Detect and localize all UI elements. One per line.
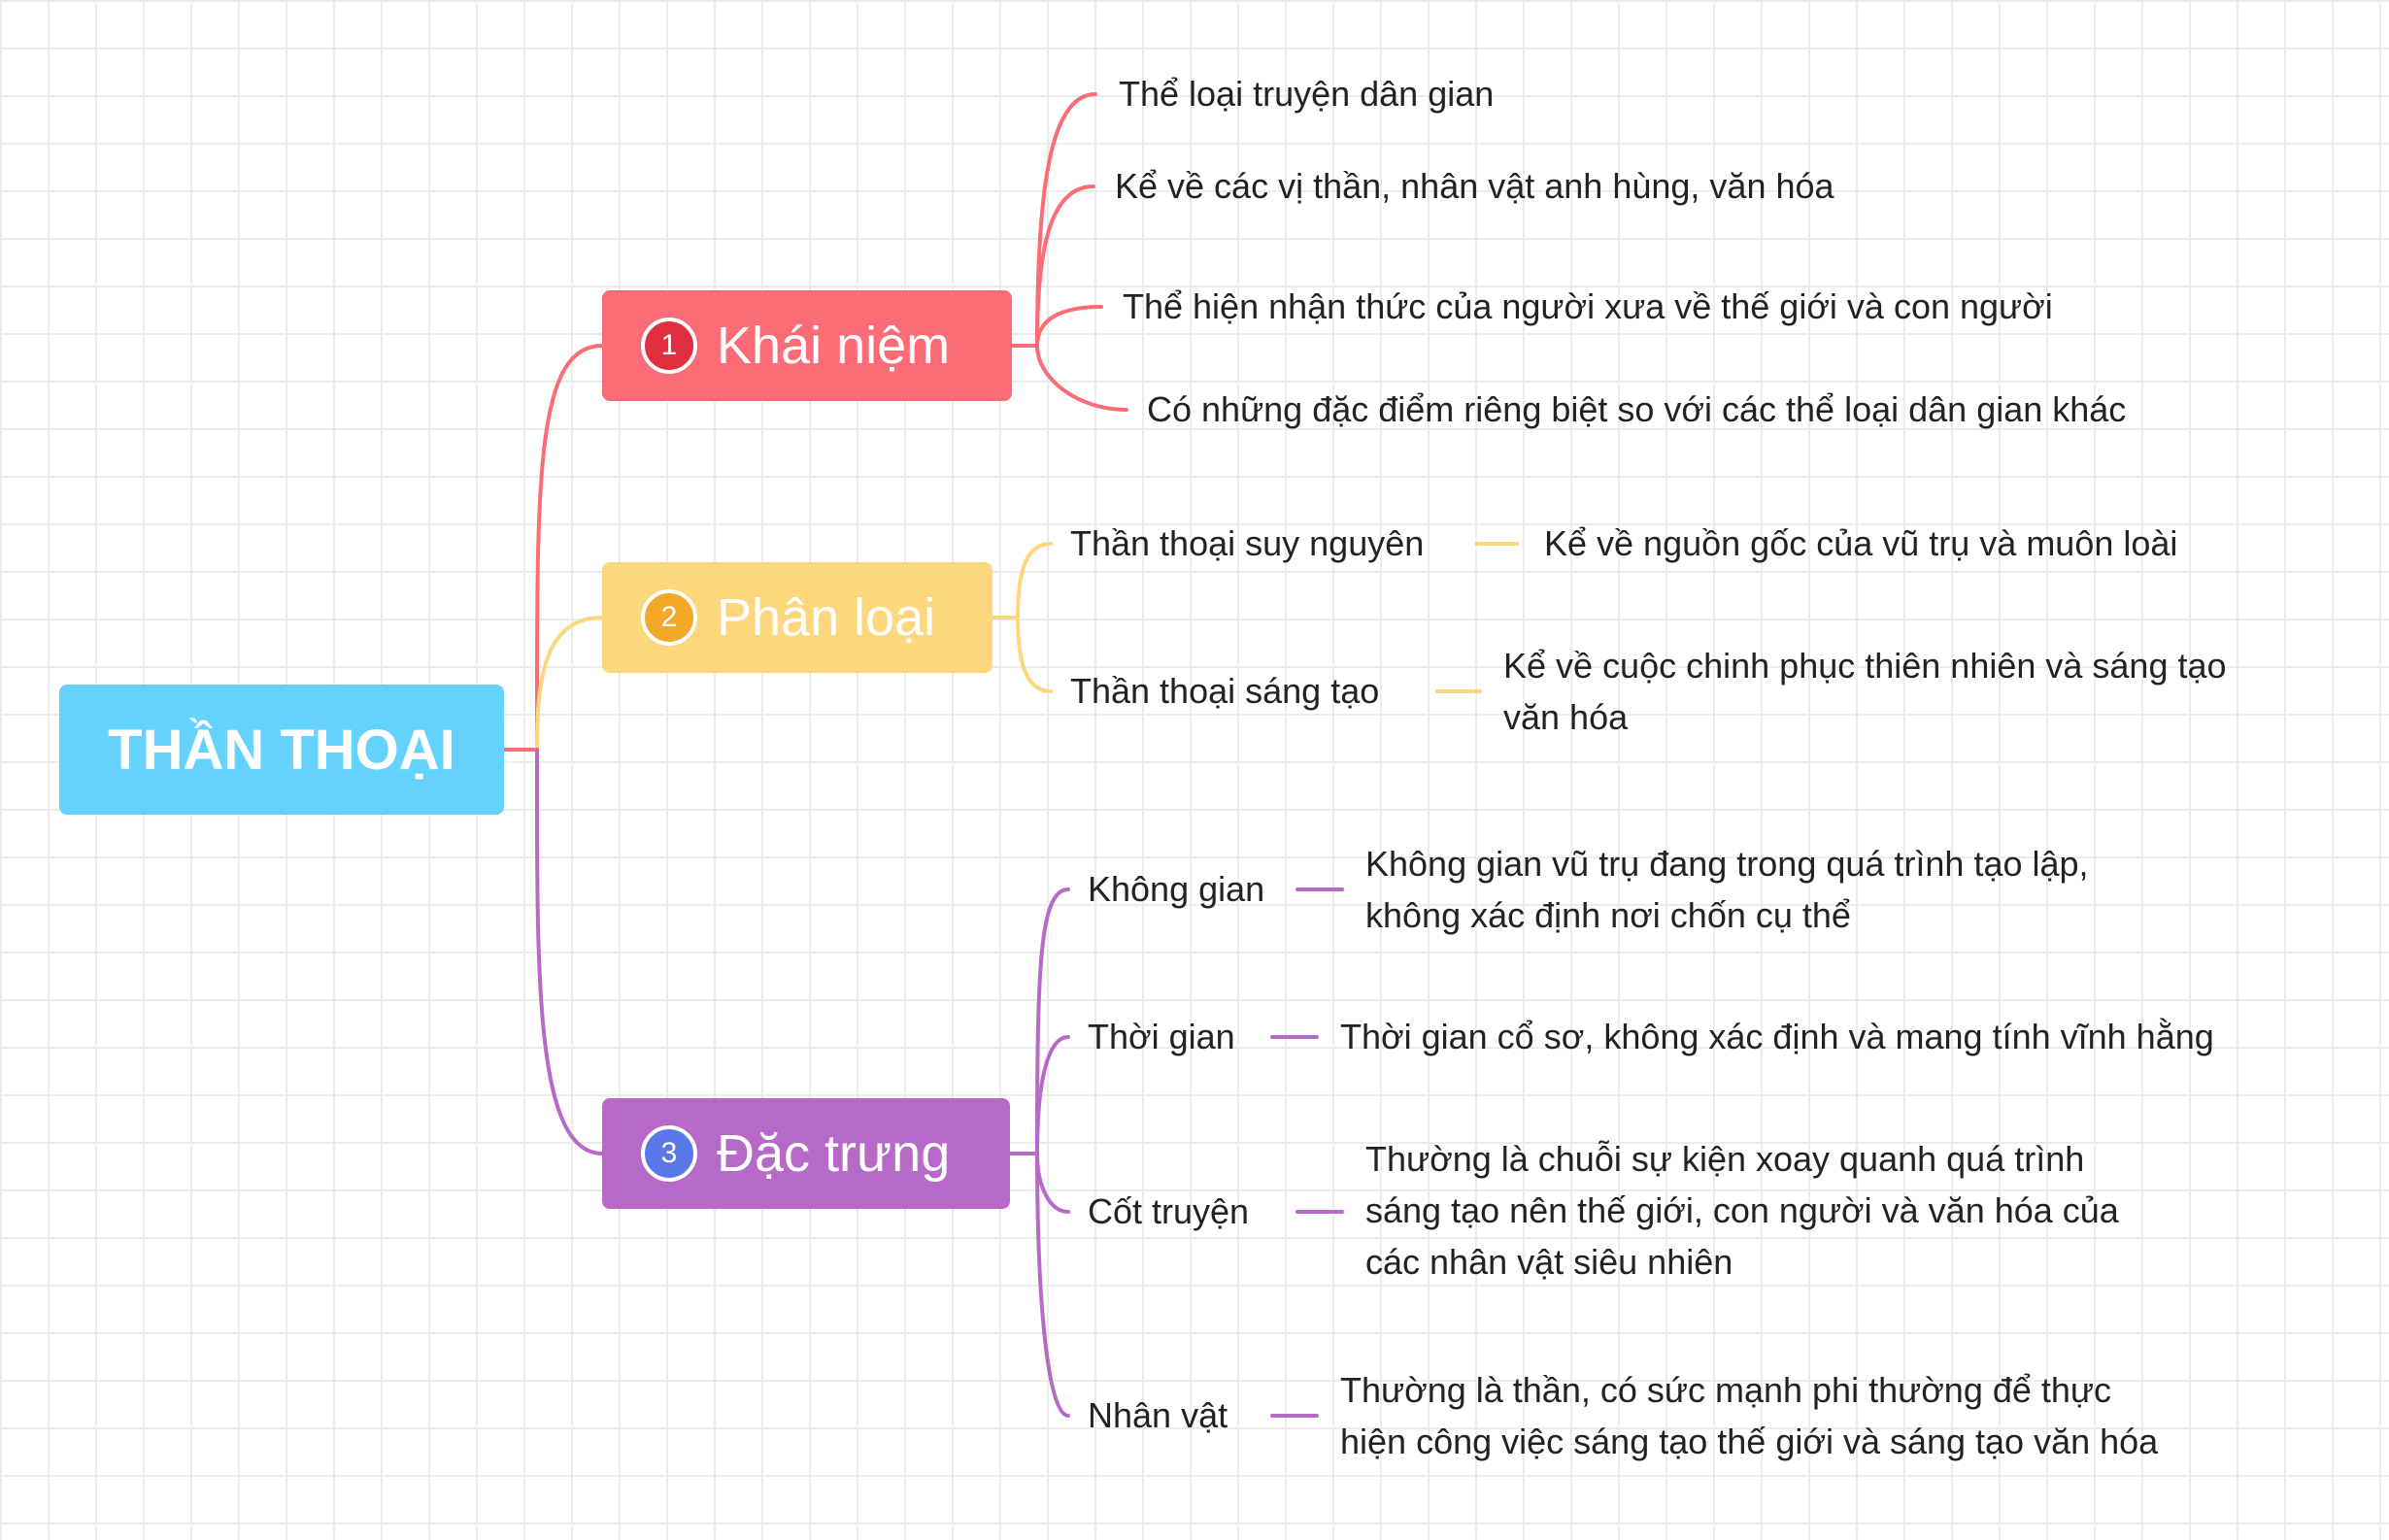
sub-node[interactable]: Thần thoại sáng tạo <box>1070 671 1380 711</box>
leaf-node[interactable]: Thể loại truyện dân gian <box>1119 74 1495 114</box>
branch-number-badge: 3 <box>641 1125 697 1182</box>
connector-dac-trung-3 <box>1035 1152 1070 1214</box>
root-node[interactable]: THẦN THOẠI <box>59 685 504 815</box>
leaf-node[interactable]: văn hóa <box>1503 697 1629 737</box>
leaf-node[interactable]: Không gian vũ trụ đang trong quá trình t… <box>1365 844 2089 884</box>
leaf-node[interactable]: Kể về nguồn gốc của vũ trụ và muôn loài <box>1544 523 2178 563</box>
connector-root-dac-trung <box>534 748 604 1155</box>
leaf-node[interactable]: Kể về cuộc chinh phục thiên nhiên và sán… <box>1503 646 2227 686</box>
branch-number-badge: 1 <box>641 318 697 374</box>
branch-label: Phân loại <box>717 588 936 647</box>
leaf-node[interactable]: hiện công việc sáng tạo thế giới và sáng… <box>1340 1422 2159 1461</box>
sub-node[interactable]: Cốt truyện <box>1088 1191 1250 1231</box>
leaf-node[interactable]: không xác định nơi chốn cụ thể <box>1365 895 1851 935</box>
leaf-node[interactable]: Kể về các vị thần, nhân vật anh hùng, vă… <box>1115 166 1834 206</box>
root-node-label: THẦN THOẠI <box>108 718 455 782</box>
branch-label: Khái niệm <box>717 317 951 375</box>
connector-root-phan-loai <box>535 616 604 752</box>
branch-label: Đặc trưng <box>717 1124 951 1183</box>
sub-node[interactable]: Nhân vật <box>1088 1395 1228 1435</box>
branch-node-khai-niem[interactable]: 1 Khái niệm <box>602 290 1012 401</box>
sub-node[interactable]: Thần thoại suy nguyên <box>1070 523 1425 563</box>
connector-phan-loai-2 <box>1016 616 1053 693</box>
branch-node-phan-loai[interactable]: 2 Phân loại <box>602 562 993 673</box>
leaf-node[interactable]: Thường là thần, có sức mạnh phi thường đ… <box>1340 1370 2112 1410</box>
connector-dac-trung-2 <box>1035 1035 1070 1155</box>
sub-node[interactable]: Thời gian <box>1088 1017 1235 1056</box>
leaf-node[interactable]: sáng tạo nên thế giới, con người và văn … <box>1365 1190 2119 1230</box>
sub-node[interactable]: Không gian <box>1088 869 1265 909</box>
connector-dac-trung-4 <box>1035 1152 1070 1418</box>
leaf-node[interactable]: các nhân vật siêu nhiên <box>1365 1242 1733 1282</box>
connector-khai-niem-4 <box>1035 344 1128 412</box>
leaf-node[interactable]: Thường là chuỗi sự kiện xoay quanh quá t… <box>1365 1139 2085 1179</box>
leaf-node[interactable]: Thời gian cổ sơ, không xác định và mang … <box>1340 1017 2214 1056</box>
leaf-node[interactable]: Thể hiện nhận thức của người xưa về thế … <box>1123 286 2053 326</box>
branch-node-dac-trung[interactable]: 3 Đặc trưng <box>602 1098 1010 1209</box>
connector-khai-niem-3 <box>1035 305 1103 348</box>
connector-khai-niem-2 <box>1035 184 1095 348</box>
branch-number-badge: 2 <box>641 589 697 646</box>
connector-phan-loai-1 <box>991 542 1053 619</box>
leaf-node[interactable]: Có những đặc điểm riêng biệt so với các … <box>1147 389 2127 429</box>
connector-root-khai-niem <box>502 344 604 752</box>
